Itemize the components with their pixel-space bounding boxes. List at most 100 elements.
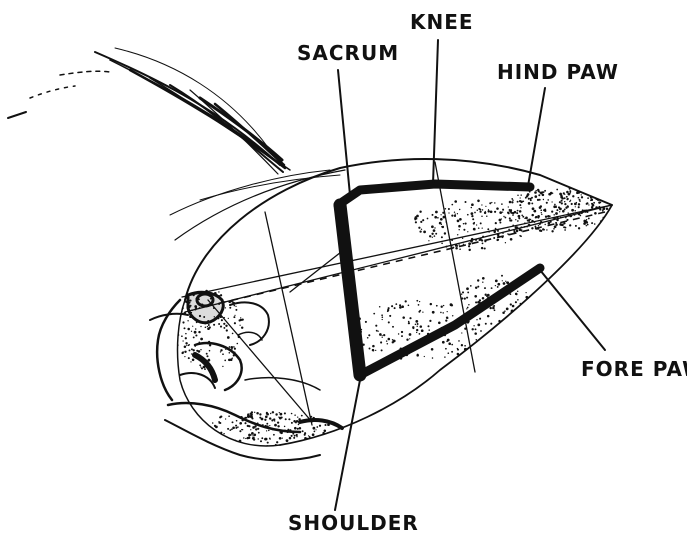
stipple-dot [301, 444, 303, 446]
stipple-dot [521, 214, 523, 216]
stipple-dot [239, 430, 241, 432]
stipple-dot [382, 319, 383, 320]
stipple-dot [461, 344, 463, 346]
stipple-dot [578, 206, 580, 208]
stipple-dot [531, 202, 533, 204]
stipple-dot [431, 348, 434, 351]
stipple-dot [269, 417, 271, 419]
stipple-dot [602, 209, 604, 211]
stipple-dot [564, 194, 565, 195]
stipple-dot [424, 356, 425, 357]
stipple-dot [416, 300, 418, 302]
stipple-dot [243, 437, 244, 438]
stipple-dot [525, 296, 528, 299]
stipple-dot [466, 287, 469, 290]
stipple-dot [448, 342, 451, 345]
stipple-dot [266, 430, 267, 431]
stipple-dot [437, 217, 439, 219]
stipple-dot [375, 325, 377, 327]
stipple-dot [218, 421, 219, 422]
stipple-dot [506, 308, 509, 311]
stipple-dot [227, 336, 230, 339]
stipple-dot [546, 202, 548, 204]
stipple-dot [490, 210, 493, 213]
stipple-dot [578, 191, 580, 193]
stipple-dot [302, 430, 304, 432]
stipple-dot [238, 446, 239, 447]
stipple-dot [510, 238, 513, 241]
stipple-dot [379, 306, 381, 308]
stipple-dot [477, 279, 479, 281]
stipple-dot [551, 211, 553, 213]
stipple-dot [218, 291, 219, 292]
stipple-dot [383, 334, 385, 336]
stipple-dot [191, 348, 193, 350]
stipple-dot [299, 427, 302, 430]
stipple-dot [252, 426, 255, 429]
stipple-dot [482, 243, 484, 245]
stipple-dot [193, 349, 195, 351]
stipple-dot [555, 212, 558, 215]
stipple-dot [520, 201, 523, 204]
stipple-dot [586, 219, 587, 220]
stipple-dot [517, 220, 518, 221]
stipple-dot [408, 304, 410, 306]
stipple-dot [517, 299, 519, 301]
stipple-dot [487, 315, 490, 318]
stipple-dot [418, 304, 420, 306]
stipple-dot [569, 224, 571, 226]
stipple-dot [559, 211, 560, 212]
stipple-dot [475, 286, 477, 288]
label-shoulder: SHOULDER [288, 511, 419, 535]
stipple-dot [499, 211, 502, 214]
stipple-dot [515, 293, 518, 296]
stipple-dot [184, 345, 187, 348]
stipple-dot [226, 443, 228, 445]
stipple-dot [417, 323, 419, 325]
stipple-dot [223, 433, 224, 434]
stipple-dot [457, 213, 458, 214]
stipple-dot [473, 228, 476, 231]
stipple-dot [392, 339, 394, 341]
stipple-dot [386, 340, 387, 341]
stipple-dot [519, 204, 521, 206]
stipple-dot [517, 226, 518, 227]
stipple-dot [399, 304, 401, 306]
stipple-dot [228, 359, 231, 362]
stipple-dot [504, 310, 506, 312]
stipple-dot [186, 345, 187, 346]
stipple-dot [328, 434, 329, 435]
stipple-dot [250, 429, 251, 430]
stipple-dot [606, 207, 609, 210]
stipple-dot [559, 193, 562, 196]
stipple-dot [481, 216, 483, 218]
stipple-dot [545, 216, 547, 218]
stipple-dot [373, 350, 375, 352]
stipple-shading [175, 188, 608, 449]
stipple-dot [229, 352, 231, 354]
stipple-dot [195, 334, 197, 336]
stipple-dot [252, 437, 255, 440]
stipple-dot [184, 351, 186, 353]
stipple-dot [277, 425, 279, 427]
stipple-dot [484, 287, 486, 289]
stipple-dot [498, 320, 500, 322]
stipple-dot [235, 427, 237, 429]
stipple-dot [409, 317, 411, 319]
stipple-dot [553, 228, 555, 230]
label-hind-paw: HIND PAW [497, 60, 619, 84]
stipple-dot [297, 428, 299, 430]
stipple-dot [242, 318, 244, 320]
stipple-dot [455, 247, 458, 250]
stipple-dot [419, 211, 421, 213]
stipple-dot [392, 341, 394, 343]
stipple-dot [482, 297, 485, 300]
stipple-dot [502, 311, 505, 314]
stipple-dot [513, 314, 516, 317]
stipple-dot [574, 203, 577, 206]
stipple-dot [208, 324, 210, 326]
stipple-dot [447, 339, 450, 342]
stipple-dot [583, 222, 586, 225]
stipple-dot [539, 206, 542, 209]
stipple-dot [566, 198, 568, 200]
